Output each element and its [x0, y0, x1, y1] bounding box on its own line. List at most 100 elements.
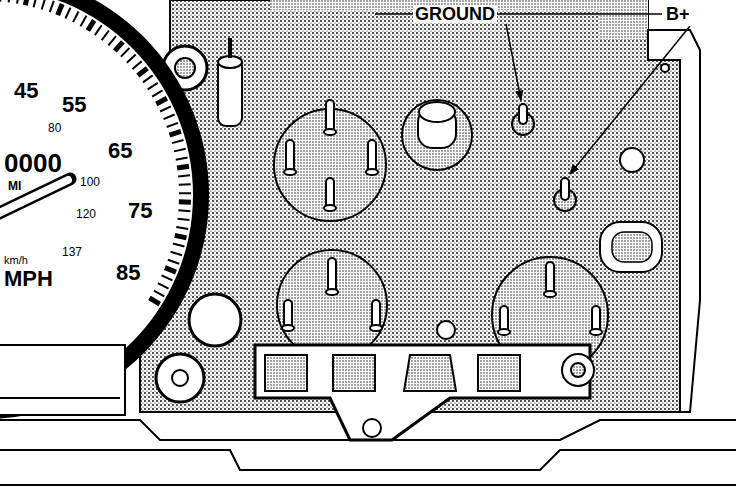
drawing-part — [175, 58, 195, 78]
drawing-part — [544, 291, 556, 297]
drawing-part — [612, 232, 652, 262]
drawing-part — [600, 222, 662, 272]
drawing-part — [402, 100, 472, 170]
drawing-part — [121, 48, 129, 57]
drawing-part — [178, 175, 190, 176]
drawing-part — [0, 345, 125, 415]
drawing-part — [173, 244, 185, 247]
drawing-part — [81, 16, 87, 26]
drawing-part — [661, 64, 669, 72]
drawing-part — [255, 345, 590, 440]
drawing-part — [437, 321, 455, 339]
drawing-part — [115, 42, 123, 51]
drawing-part — [58, 4, 62, 15]
drawing-part — [561, 178, 569, 200]
drawing-part — [286, 140, 294, 172]
unit-label: km/h — [4, 255, 28, 266]
drawing-part — [73, 11, 78, 22]
drawing-part — [0, 397, 120, 399]
drawing-part — [326, 178, 334, 208]
drawing-part — [138, 68, 147, 75]
callout-label: B+ — [664, 5, 692, 23]
drawing-part — [156, 98, 167, 104]
drawing-part — [156, 354, 204, 402]
drawing-part — [176, 227, 188, 229]
callout-label: GROUND — [413, 5, 497, 23]
drawing-part — [282, 325, 294, 331]
drawing-part — [546, 262, 554, 294]
drawing-part — [284, 169, 296, 175]
drawing-part — [324, 129, 336, 135]
drawing-part — [284, 100, 378, 211]
drawing-part — [498, 329, 510, 335]
drawing-part — [590, 329, 602, 335]
drawing-part — [0, 179, 70, 215]
drawing-part — [102, 30, 109, 40]
drawing-part — [562, 354, 594, 386]
drawing-part — [178, 219, 190, 220]
drawing-part — [172, 140, 184, 143]
drawing-part — [324, 205, 336, 211]
drawing-part — [143, 75, 153, 82]
drawing-part — [178, 209, 190, 212]
drawing-part — [176, 157, 188, 159]
drawing-part — [284, 300, 292, 328]
kmh-number: 80 — [48, 122, 61, 134]
drawing-part — [165, 268, 176, 272]
drawing-part — [160, 106, 171, 111]
drawing-part — [620, 148, 644, 172]
drawing-part — [228, 38, 232, 58]
drawing-part — [171, 252, 182, 256]
drawing-part — [571, 363, 585, 377]
drawing-part — [25, 0, 27, 5]
drawing-part — [158, 283, 169, 288]
drawing-part — [174, 149, 186, 152]
drawing-part — [265, 355, 520, 391]
drawing-part — [265, 355, 307, 391]
drawing-part — [34, 0, 37, 7]
drawing-part — [88, 20, 94, 30]
drawing-part — [108, 36, 116, 45]
drawing-part — [133, 61, 142, 69]
drawing-part — [162, 275, 173, 280]
drawing-part — [0, 0, 209, 419]
drawing-part — [333, 355, 375, 391]
drawing-part — [17, 0, 19, 4]
drawing-part — [168, 260, 179, 264]
drawing-part — [179, 192, 191, 194]
drawing-part — [65, 8, 70, 19]
unit-label: MPH — [4, 268, 53, 290]
odometer-digits: 0000 — [4, 150, 62, 176]
drawing-part — [0, 0, 193, 403]
drawing-part — [150, 298, 160, 304]
drawing-part — [368, 140, 376, 172]
drawing-part — [0, 484, 736, 486]
drawing-part — [179, 199, 191, 204]
drawing-part — [189, 294, 241, 346]
drawing-part — [326, 100, 334, 132]
drawing-part — [0, 420, 736, 440]
drawing-part — [164, 115, 175, 120]
kmh-number: 137 — [62, 246, 82, 258]
unit-label: MI — [8, 180, 21, 192]
drawing-part — [363, 419, 381, 437]
drawing-part — [179, 183, 191, 186]
speed-number: 55 — [62, 94, 86, 116]
drawing-part — [95, 25, 102, 35]
drawing-part — [328, 258, 336, 292]
drawing-part — [372, 300, 380, 328]
drawing-part — [366, 169, 378, 175]
drawing-part — [154, 291, 164, 297]
drawing-part — [419, 102, 455, 122]
drawing-part — [478, 355, 520, 391]
drawing-part — [50, 1, 54, 12]
drawing-part — [42, 0, 46, 9]
drawing-part — [152, 90, 162, 96]
drawing-part — [648, 30, 700, 412]
drawing-part — [282, 258, 382, 331]
drawing-part — [167, 123, 178, 127]
drawing-part — [170, 131, 181, 135]
drawing-part — [0, 450, 736, 470]
drawing-part — [127, 55, 136, 63]
